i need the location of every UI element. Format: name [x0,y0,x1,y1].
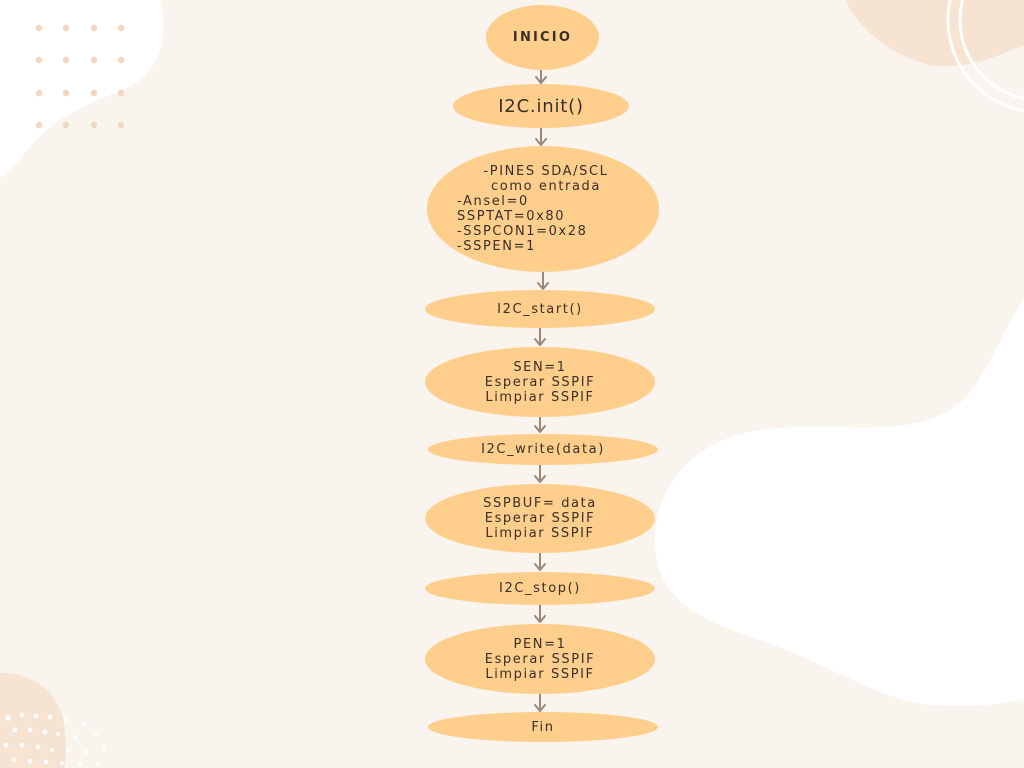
stop-steps-line-2: Esperar SSPIF [484,651,596,667]
config-line-4: SSPTAT=0x80 [457,209,566,224]
node-i2c-start-label: I2C_start() [497,301,583,317]
node-stop-steps: PEN=1 Esperar SSPIF Limpiar SSPIF [425,624,655,694]
node-i2c-start: I2C_start() [425,290,655,328]
write-steps-line-2: Esperar SSPIF [484,511,596,526]
peach-blob-bottom-left [0,672,66,768]
white-blob-top-left [0,0,164,178]
node-start-steps: SEN=1 Esperar SSPIF Limpiar SSPIF [425,347,655,417]
start-steps-line-1: SEN=1 [513,359,567,375]
node-config: -PINES SDA/SCL como entrada -Ansel=0 SSP… [427,146,659,272]
config-line-3: -Ansel=0 [457,194,529,209]
stop-steps-line-3: Limpiar SSPIF [485,666,595,682]
write-steps-line-1: SSPBUF= data [483,496,597,511]
node-i2c-stop: I2C_stop() [425,572,655,605]
stop-steps-line-1: PEN=1 [513,636,567,652]
node-i2c-init-label: I2C.init() [498,95,584,117]
ring-outer [946,0,1024,113]
config-line-1: -PINES SDA/SCL [483,164,609,179]
write-steps-line-3: Limpiar SSPIF [485,526,595,541]
ring-inner [958,0,1024,100]
config-line-6: -SSPEN=1 [457,239,536,254]
config-line-5: -SSPCON1=0x28 [457,224,588,239]
node-inicio-label: INICIO [512,30,573,45]
node-i2c-write: I2C_write(data) [428,434,658,465]
node-i2c-stop-label: I2C_stop() [499,581,581,596]
config-line-2: como entrada [491,179,601,194]
dot-cluster-bottom-left [3,712,106,766]
node-inicio: INICIO [486,5,599,70]
node-i2c-init: I2C.init() [453,84,629,128]
start-steps-line-2: Esperar SSPIF [484,374,596,390]
peach-blob-top-right [845,0,1024,67]
node-write-steps: SSPBUF= data Esperar SSPIF Limpiar SSPIF [425,484,655,553]
dot-grid-top-left [35,24,125,129]
white-blob-right [655,300,1024,707]
node-i2c-write-label: I2C_write(data) [481,442,605,457]
node-fin: Fin [428,712,658,742]
start-steps-line-3: Limpiar SSPIF [485,389,595,405]
node-fin-label: Fin [531,719,555,735]
